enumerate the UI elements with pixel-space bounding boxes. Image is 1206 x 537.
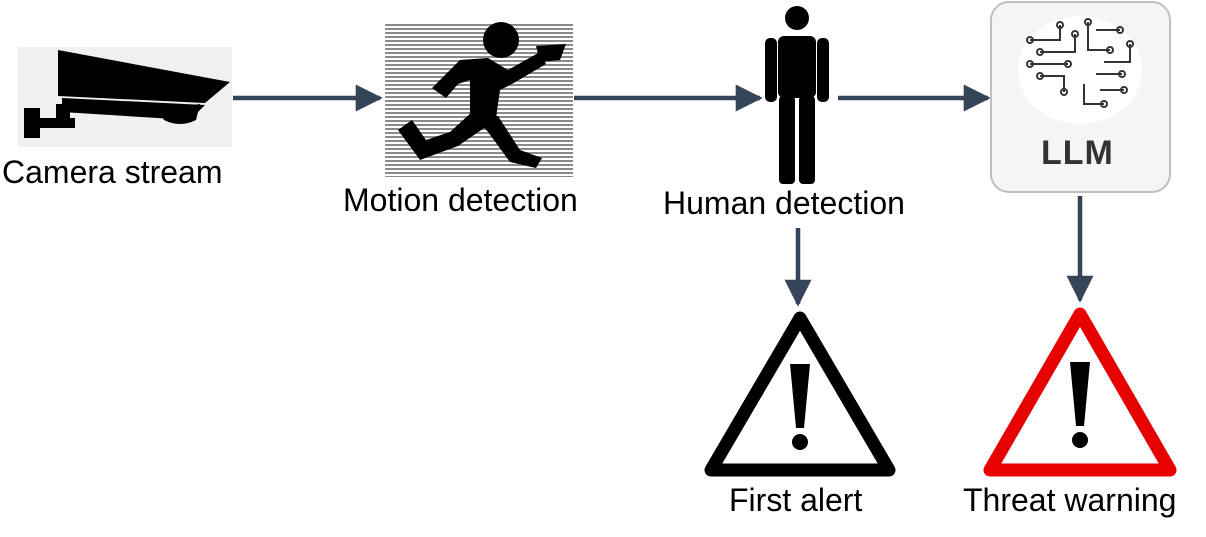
threat-warning-label: Threat warning bbox=[963, 482, 1177, 518]
security-camera-icon bbox=[18, 47, 232, 147]
human-detection-label: Human detection bbox=[663, 185, 905, 221]
running-person-icon bbox=[385, 22, 573, 177]
first-alert-warning-icon bbox=[704, 311, 896, 477]
llm-label: LLM bbox=[1041, 134, 1114, 172]
arrows bbox=[233, 84, 1094, 307]
circuit-brain-icon bbox=[1018, 16, 1142, 124]
standing-person-icon bbox=[765, 6, 829, 184]
threat-warning-icon bbox=[983, 307, 1177, 477]
first-alert-label: First alert bbox=[729, 482, 863, 518]
motion-detection-label: Motion detection bbox=[343, 182, 578, 218]
camera-stream-label: Camera stream bbox=[2, 154, 223, 190]
